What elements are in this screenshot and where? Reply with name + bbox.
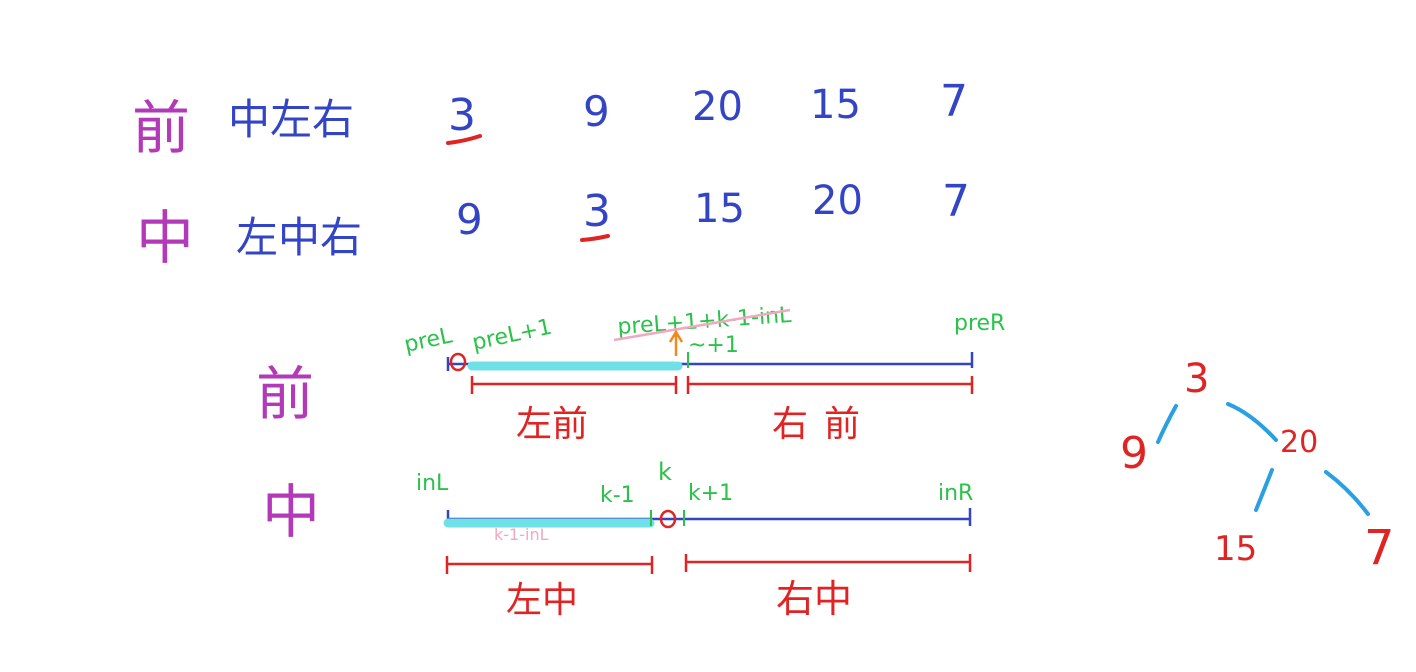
tree-edge-right-right — [1324, 470, 1370, 516]
label-inL: inL — [416, 471, 449, 496]
preorder-value-5: 7 — [940, 76, 968, 127]
inorder-value-5: 7 — [942, 176, 970, 227]
inorder-value-3: 15 — [694, 186, 745, 232]
label-preL: preL — [402, 323, 455, 358]
tree-right-right: 7 — [1364, 520, 1395, 576]
tree-edge-root-right — [1226, 402, 1278, 442]
inorder-value-4: 20 — [812, 178, 863, 224]
tree-edge-right-left — [1254, 468, 1274, 512]
pre-right-part-label: 右前 — [772, 404, 876, 445]
preorder-value-4: 15 — [810, 82, 861, 128]
label-k-plus1: k+1 — [688, 481, 733, 506]
preorder-label: 前 — [132, 94, 190, 162]
preorder-rule: 中左右 — [228, 95, 354, 144]
label-inR: inR — [938, 481, 973, 506]
inorder-label: 中 — [136, 204, 194, 272]
split-arrow — [668, 329, 684, 356]
label-pre-split-next: ~+1 — [688, 333, 739, 358]
in-left-part-label: 左中 — [506, 580, 578, 621]
preorder-value-1: 3 — [448, 90, 476, 141]
in-length-label: k-1-inL — [494, 525, 549, 544]
in-right-part-label: 右中 — [776, 577, 852, 621]
label-preL-plus1: preL+1 — [470, 315, 554, 356]
tree-edge-root-left — [1156, 404, 1178, 444]
pre-root-marker — [449, 352, 467, 372]
inorder-value-1: 9 — [456, 195, 483, 244]
tree-root: 3 — [1184, 356, 1209, 402]
label-preR: preR — [954, 311, 1005, 336]
tree-right-left: 15 — [1214, 529, 1257, 569]
tree-left: 9 — [1120, 428, 1148, 479]
root-underline-pre — [446, 134, 482, 145]
root-underline-in — [580, 234, 610, 242]
inorder-rule: 左中右 — [236, 213, 362, 262]
strike-line — [613, 308, 791, 342]
preorder-value-3: 20 — [692, 84, 743, 130]
tree-right: 20 — [1280, 425, 1318, 460]
label-k: k — [658, 458, 672, 486]
preorder-value-2: 9 — [583, 87, 610, 136]
pre-left-part-label: 左前 — [516, 404, 588, 445]
label-k-minus1: k-1 — [600, 483, 635, 508]
diagram-in-label: 中 — [262, 478, 320, 546]
diagram-pre-label: 前 — [256, 360, 314, 428]
in-root-marker — [659, 509, 677, 529]
inorder-value-2: 3 — [583, 186, 611, 237]
